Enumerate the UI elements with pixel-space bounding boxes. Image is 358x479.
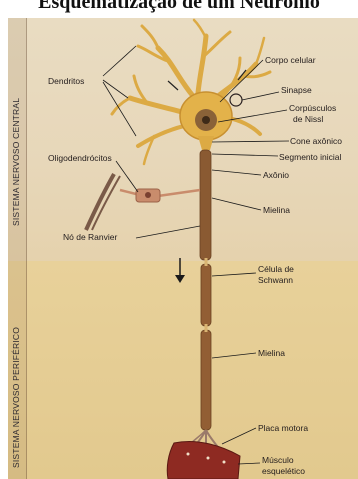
synapse-marker xyxy=(230,94,242,106)
label-node-of-ranvier: Nó de Ranvier xyxy=(63,232,117,242)
label-axon-hillock: Cone axônico xyxy=(290,136,342,146)
skeletal-muscle xyxy=(167,441,240,479)
arrow-dendrite xyxy=(168,81,178,90)
dendrites xyxy=(112,20,270,164)
label-schwann-cell-line1: Célula de xyxy=(258,264,294,274)
label-muscle-line2: esquelético xyxy=(262,466,305,476)
label-schwann-cell-line2: Schwann xyxy=(258,275,293,285)
label-cell-body: Corpo celular xyxy=(265,55,316,65)
label-motor-end-plate: Placa motora xyxy=(258,423,308,433)
axon-hillock xyxy=(198,136,214,150)
label-nissl-bodies-line1: Corpúsculos xyxy=(289,103,336,113)
neuron-figure: SISTEMA NERVOSO CENTRAL SISTEMA NERVOSO … xyxy=(8,18,358,479)
label-myelin-peripheral: Mielina xyxy=(258,348,285,358)
label-synapse: Sinapse xyxy=(281,85,312,95)
signal-direction-arrow xyxy=(175,258,185,283)
nucleolus xyxy=(202,116,210,124)
label-oligodendrocytes: Oligodendrócitos xyxy=(48,153,112,163)
label-dendrites: Dendritos xyxy=(48,76,84,86)
label-myelin-central: Mielina xyxy=(263,205,290,215)
label-muscle-line1: Músculo xyxy=(262,455,294,465)
myelinated-axon xyxy=(200,150,211,430)
diagram-title: Esquematização de um Neurônio xyxy=(0,0,358,17)
label-initial-segment: Segmento inicial xyxy=(279,152,341,162)
oligodendrocyte xyxy=(86,174,200,230)
label-axon: Axônio xyxy=(263,170,289,180)
label-nissl-bodies-line2: de Nissl xyxy=(293,114,323,124)
